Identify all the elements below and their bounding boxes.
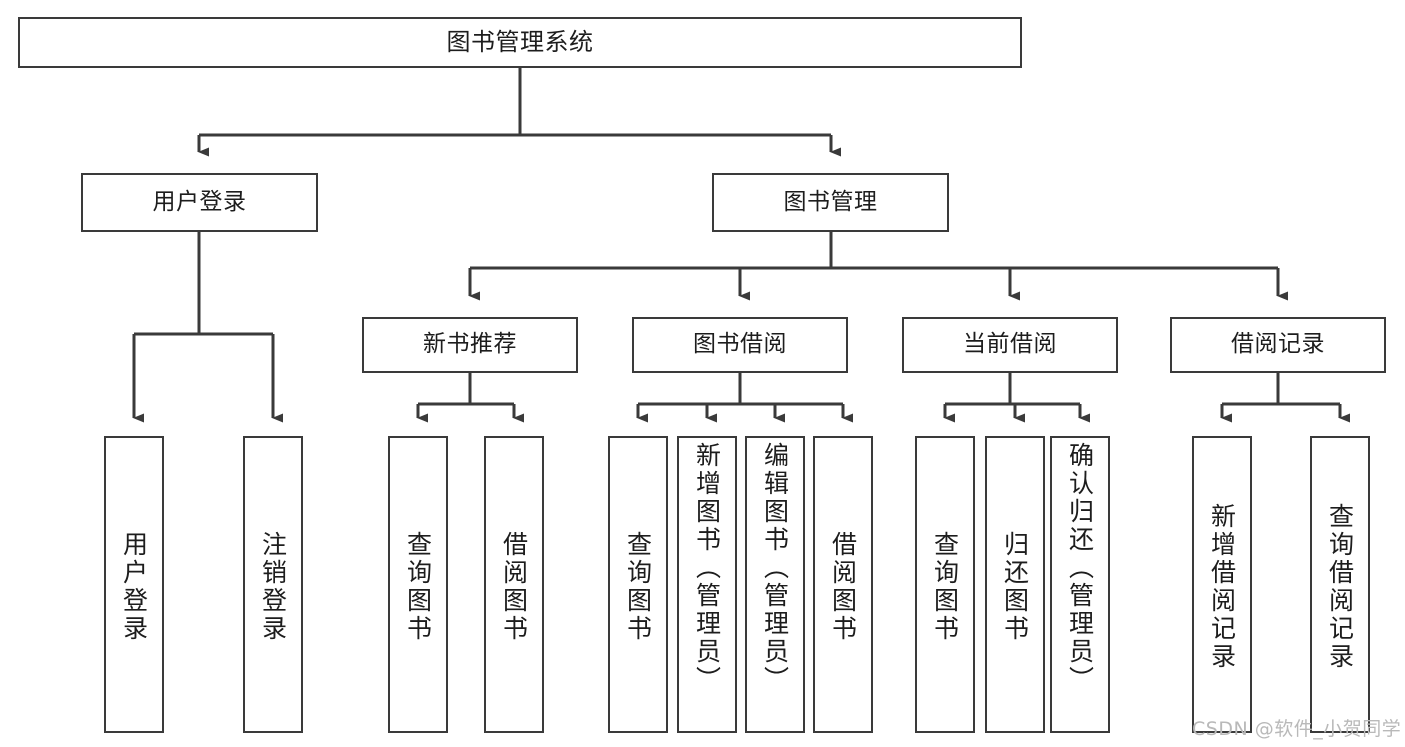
node-leaf-return-book-label: 归还图书 <box>1000 530 1030 643</box>
node-user-login-label: 用户登录 <box>152 188 247 215</box>
node-new-book-recommend-label: 新书推荐 <box>423 331 517 358</box>
node-root[interactable]: 图书管理系统 <box>18 17 1022 68</box>
node-leaf-user-login[interactable]: 用户登录 <box>104 436 164 733</box>
node-leaf-query-record-label: 查询借阅记录 <box>1325 502 1355 671</box>
node-leaf-add-record-label: 新增借阅记录 <box>1207 502 1237 671</box>
csdn-watermark: CSDN @软件_小贺同学 <box>1192 718 1402 740</box>
node-borrow-record[interactable]: 借阅记录 <box>1170 317 1386 373</box>
node-current-borrow-label: 当前借阅 <box>963 331 1057 358</box>
node-leaf-query-book-1-label: 查询图书 <box>403 530 433 643</box>
node-leaf-borrow-book-1[interactable]: 借阅图书 <box>484 436 544 733</box>
node-current-borrow[interactable]: 当前借阅 <box>902 317 1118 373</box>
node-leaf-query-book-3[interactable]: 查询图书 <box>915 436 975 733</box>
node-leaf-logout-login[interactable]: 注销登录 <box>243 436 303 733</box>
node-leaf-edit-book[interactable]: 编辑图书（管理员） <box>745 436 805 733</box>
node-leaf-logout-login-label: 注销登录 <box>258 530 288 643</box>
node-leaf-return-book[interactable]: 归还图书 <box>985 436 1045 733</box>
node-leaf-query-book-2[interactable]: 查询图书 <box>608 436 668 733</box>
node-leaf-query-book-3-label: 查询图书 <box>930 530 960 643</box>
node-leaf-add-book-label: 新增图书（管理员） <box>692 442 722 694</box>
node-leaf-add-book[interactable]: 新增图书（管理员） <box>677 436 737 733</box>
node-leaf-confirm-return-label: 确认归还（管理员） <box>1065 442 1095 694</box>
node-leaf-query-record[interactable]: 查询借阅记录 <box>1310 436 1370 733</box>
node-leaf-borrow-book-2[interactable]: 借阅图书 <box>813 436 873 733</box>
node-book-manage[interactable]: 图书管理 <box>712 173 949 232</box>
node-root-label: 图书管理系统 <box>446 28 594 57</box>
node-borrow-record-label: 借阅记录 <box>1231 331 1325 358</box>
node-leaf-query-book-1[interactable]: 查询图书 <box>388 436 448 733</box>
node-book-manage-label: 图书管理 <box>783 188 878 215</box>
node-leaf-confirm-return[interactable]: 确认归还（管理员） <box>1050 436 1110 733</box>
node-book-borrow-label: 图书借阅 <box>693 331 787 358</box>
node-leaf-borrow-book-1-label: 借阅图书 <box>499 530 529 643</box>
node-leaf-edit-book-label: 编辑图书（管理员） <box>760 442 790 694</box>
node-leaf-borrow-book-2-label: 借阅图书 <box>828 530 858 643</box>
node-leaf-add-record[interactable]: 新增借阅记录 <box>1192 436 1252 733</box>
node-leaf-user-login-label: 用户登录 <box>119 530 149 643</box>
node-new-book-recommend[interactable]: 新书推荐 <box>362 317 578 373</box>
node-leaf-query-book-2-label: 查询图书 <box>623 530 653 643</box>
node-book-borrow[interactable]: 图书借阅 <box>632 317 848 373</box>
node-user-login[interactable]: 用户登录 <box>81 173 318 232</box>
